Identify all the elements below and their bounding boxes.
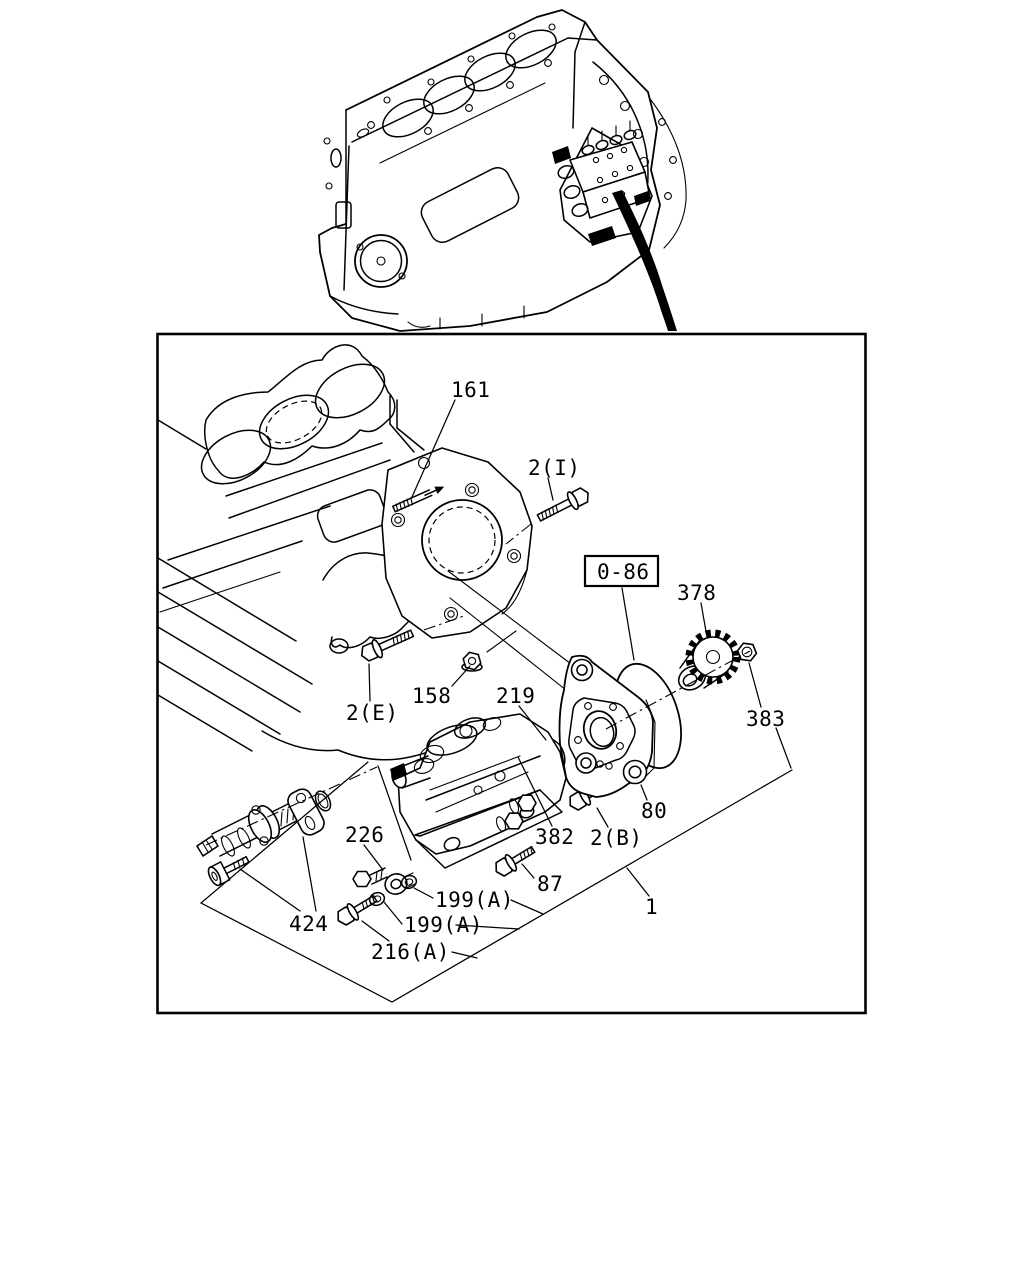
group-frame-1: [199, 761, 793, 1003]
front-face-opening-overview: [420, 166, 520, 244]
timing-cover-plate: [381, 447, 533, 639]
part-labels: 161 2(I) 378 383 158 219 2(E) 80 2(B) 38…: [289, 378, 785, 964]
bolt-2e: [357, 623, 417, 666]
injection-pump-body: [390, 713, 567, 869]
pump-drive-gear-378: [677, 629, 741, 691]
witness-line: [449, 597, 567, 691]
detail-view-box: [156, 332, 867, 1015]
part-label-219[interactable]: 219: [496, 684, 535, 708]
leader-lines: [239, 399, 792, 959]
timer-gasket: [287, 788, 325, 836]
left-face-details-overview: [323, 137, 408, 315]
reference-box-0-86[interactable]: 0-86: [583, 554, 660, 588]
hatch-lines: [157, 419, 313, 752]
skirt-details-overview: [407, 305, 525, 330]
part-label-382[interactable]: 382: [535, 825, 574, 849]
part-label-226[interactable]: 226: [345, 823, 384, 847]
part-label-1[interactable]: 1: [645, 895, 658, 919]
part-label-2e[interactable]: 2(E): [346, 701, 399, 725]
part-label-383[interactable]: 383: [746, 707, 785, 731]
part-label-216a[interactable]: 216(A): [371, 940, 450, 964]
witness-line: [447, 570, 576, 668]
assembly-axes: [205, 523, 751, 846]
callout-swoosh: [612, 190, 677, 331]
pump-solenoid: [390, 755, 431, 789]
bolt-216a: [332, 889, 381, 930]
washer-199a-1: [400, 874, 418, 890]
timer-assembly-424: [196, 788, 332, 887]
part-label-199a-1[interactable]: 199(A): [435, 888, 514, 912]
washer-199a-2: [368, 891, 386, 907]
part-label-2b[interactable]: 2(B): [590, 826, 643, 850]
part-label-158[interactable]: 158: [412, 684, 451, 708]
part-label-2i[interactable]: 2(I): [528, 456, 581, 480]
reference-box-label[interactable]: 0-86: [597, 560, 650, 584]
nut-158: [461, 651, 483, 672]
part-label-199a-2[interactable]: 199(A): [404, 913, 483, 937]
cylinder-bores-overview: [382, 29, 557, 138]
part-label-161[interactable]: 161: [451, 378, 490, 402]
part-label-378[interactable]: 378: [677, 581, 716, 605]
bracket-ear-boss: [570, 658, 594, 682]
stud-bolt-161: [392, 486, 445, 513]
engine-block-overview: [318, 9, 687, 332]
part-label-87[interactable]: 87: [537, 872, 563, 896]
eye-bolt-226: [352, 867, 416, 895]
pump-bracket-flange: [558, 654, 656, 798]
pump-delivery-plugs: [495, 794, 537, 832]
collar-80: [622, 759, 648, 785]
part-label-424[interactable]: 424: [289, 912, 328, 936]
crank-bore-overview: [354, 234, 408, 288]
direction-arrow-icon: [434, 486, 445, 494]
part-label-80[interactable]: 80: [641, 799, 667, 823]
deck-holes-overview: [356, 23, 556, 138]
socket-bolt-424: [207, 856, 250, 887]
bolt-2i: [533, 483, 594, 528]
